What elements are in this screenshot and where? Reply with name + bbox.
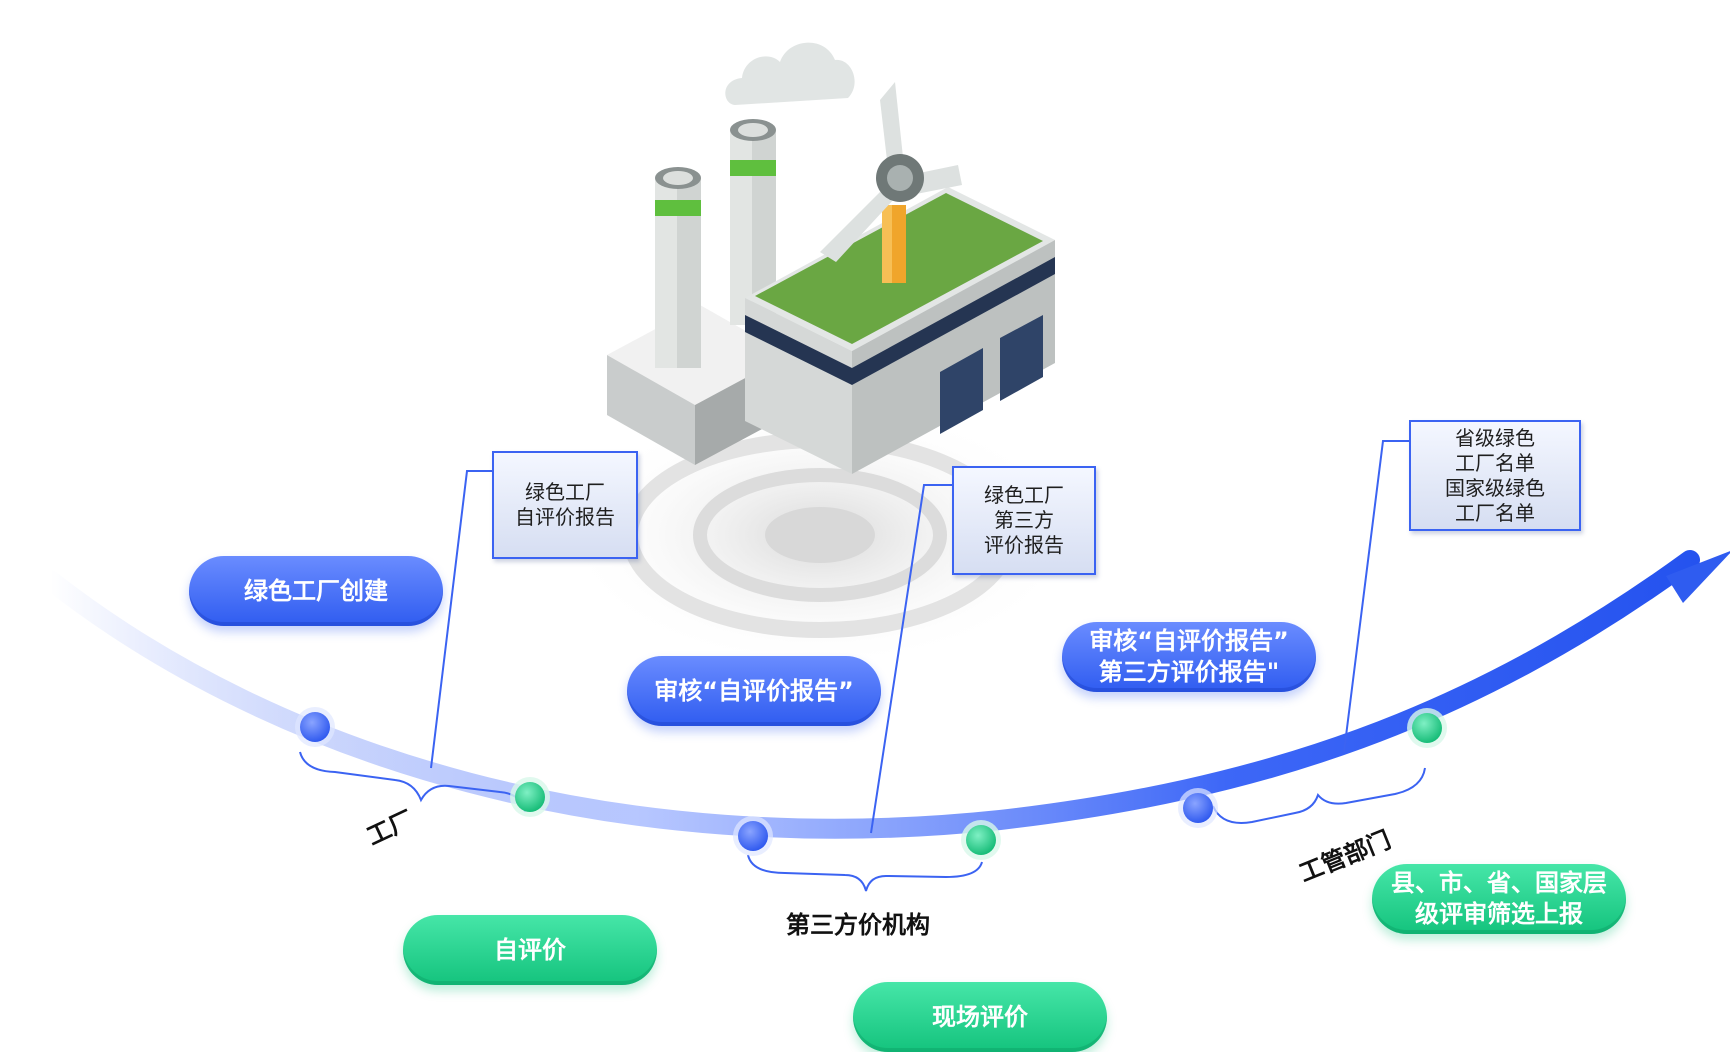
doc-self-eval-report: 绿色工厂 自评价报告 — [492, 451, 638, 559]
stage-dot — [738, 821, 768, 851]
factory-illustration — [607, 42, 1055, 474]
pill-green-factory-create: 绿色工厂创建 — [189, 556, 443, 626]
leader-line-list — [1343, 440, 1409, 753]
brace-third-party — [747, 854, 983, 892]
leader-line-third-report — [870, 484, 953, 834]
process-curve — [40, 550, 1700, 839]
stage-dot — [300, 712, 330, 742]
doc-third-party-report: 绿色工厂 第三方 评价报告 — [952, 466, 1096, 575]
brace-dept — [1212, 767, 1426, 824]
leader-line-self-report — [430, 470, 493, 769]
pill-audit-self-report: 审核“自评价报告” — [627, 656, 881, 726]
label-third-party: 第三方价机构 — [786, 911, 930, 939]
cloud-icon — [725, 42, 855, 105]
stage-dot — [515, 782, 545, 812]
stage-dot — [1183, 793, 1213, 823]
pill-level-screening: 县、市、省、国家层 级评审筛选上报 — [1372, 864, 1626, 934]
pill-field-evaluation: 现场评价 — [853, 982, 1107, 1052]
pill-audit-both-reports: 审核“自评价报告” 第三方评价报告" — [1062, 622, 1316, 692]
doc-green-factory-list: 省级绿色 工厂名单 国家级绿色 工厂名单 — [1409, 420, 1581, 531]
pill-self-evaluation: 自评价 — [403, 915, 657, 985]
stage-dot — [966, 825, 996, 855]
arrow-head-icon — [1666, 551, 1730, 603]
brace-factory — [299, 751, 526, 813]
stage-dot — [1412, 713, 1442, 743]
